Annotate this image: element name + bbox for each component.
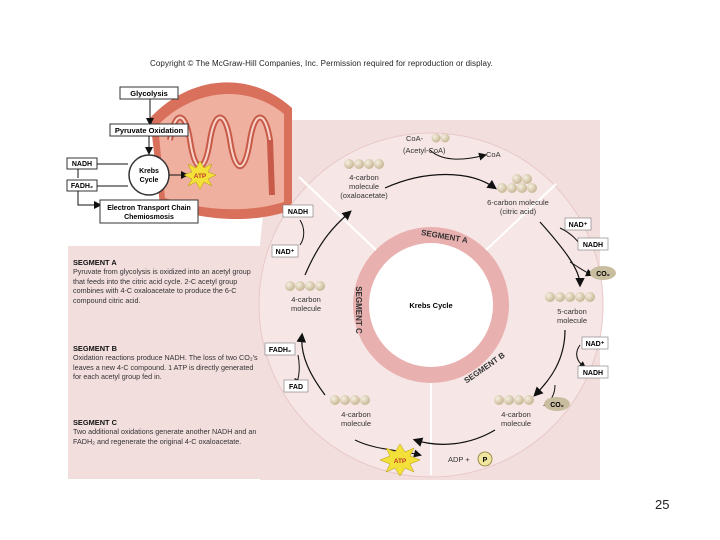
- krebs-center: [369, 243, 493, 367]
- co2-bottom: [544, 397, 570, 411]
- acetyl-coa-label: (Acetyl-CoA): [403, 146, 446, 155]
- segment-b-text: Oxidation reactions produce NADH. The lo…: [73, 353, 258, 382]
- acetyl-coa-molecule: [431, 133, 450, 143]
- inset-atp-label: ATP: [194, 173, 207, 180]
- four-carbon-molecule-left: [285, 281, 325, 291]
- inset-krebs-circle: [128, 154, 170, 196]
- nadh-label-right-top: NADH: [583, 242, 603, 249]
- oxaloacetate-line1: 4-carbon: [349, 173, 379, 182]
- nad-box-right-top: [564, 217, 592, 231]
- inset-nadh-label: NADH: [72, 161, 92, 168]
- five-carbon-line2: molecule: [557, 316, 587, 325]
- nad-label-left: NAD⁺: [276, 249, 295, 256]
- five-carbon-line1: 5-carbon: [557, 307, 587, 316]
- four-carbon-molecule-bottom-right: [494, 395, 534, 405]
- krebs-center-label: Krebs Cycle: [409, 301, 452, 310]
- pyruvate-oxidation-label: Pyruvate Oxidation: [115, 126, 184, 135]
- nad-label-right-bottom: NAD⁺: [586, 341, 605, 348]
- coa-a-label: CoA-: [406, 134, 424, 143]
- co2-label-top: CO₂: [596, 271, 610, 278]
- citric-acid-molecule: [497, 174, 537, 193]
- inset-krebs-line2: Cycle: [140, 177, 159, 184]
- etc-label-line2: Chemiosmosis: [124, 214, 174, 221]
- segment-b-title: SEGMENT B: [73, 344, 117, 353]
- nad-box-left: [271, 244, 299, 258]
- fad-label: FAD: [289, 384, 303, 391]
- segment-c-title: SEGMENT C: [73, 418, 117, 427]
- four-carbon-bl-line1: 4-carbon: [341, 410, 371, 419]
- glycolysis-box: [119, 86, 179, 100]
- atp-label: ATP: [394, 458, 407, 465]
- nadh-label-left-top: NADH: [288, 209, 308, 216]
- fadh2-box: [264, 342, 296, 356]
- copyright-notice: Copyright © The McGraw-Hill Companies, I…: [150, 59, 493, 68]
- segment-a-title: SEGMENT A: [73, 258, 117, 267]
- co2-top: [590, 266, 616, 280]
- coa-label: CoA: [486, 150, 501, 159]
- fad-box: [283, 379, 309, 393]
- phosphate-label: P: [483, 457, 488, 464]
- four-carbon-br-line1: 4-carbon: [501, 410, 531, 419]
- nadh-box-right-bottom: [577, 365, 609, 379]
- fadh2-label: FADH₂: [269, 347, 291, 354]
- atp-burst: [379, 443, 421, 477]
- etc-label-line1: Electron Transport Chain: [107, 205, 191, 212]
- four-carbon-left-line2: molecule: [291, 304, 321, 313]
- four-carbon-left-line1: 4-carbon: [291, 295, 321, 304]
- nadh-label-right-bottom: NADH: [583, 370, 603, 377]
- inset-fadh2-label: FADH₂: [71, 183, 93, 190]
- nadh-box-right-top: [577, 237, 609, 251]
- four-carbon-br-line2: molecule: [501, 419, 531, 428]
- phosphate-circle: [477, 451, 493, 467]
- segment-c-description: SEGMENT C Two additional oxidations gene…: [73, 418, 258, 446]
- segment-c-ring-label: SEGMENT C: [354, 286, 363, 334]
- inset-atp-burst: [183, 160, 217, 190]
- mitochondrion-illustration: [150, 82, 292, 220]
- segment-c-text: Two additional oxidations generate anoth…: [73, 427, 257, 446]
- slide-number: 25: [655, 497, 670, 512]
- segment-a-text: Pyruvate from glycolysis is oxidized int…: [73, 267, 251, 305]
- oxaloacetate-line3: (oxaloacetate): [340, 191, 388, 200]
- co2-label-bottom: CO₂: [550, 402, 564, 409]
- inset-krebs-line1: Krebs: [139, 168, 159, 175]
- segment-a-description: SEGMENT A Pyruvate from glycolysis is ox…: [73, 258, 258, 305]
- nadh-box-left-top: [282, 204, 314, 218]
- adp-label: ADP +: [448, 455, 470, 464]
- nad-label-right-top: NAD⁺: [569, 222, 588, 229]
- four-carbon-molecule-bottom-left: [330, 395, 370, 405]
- etc-box: [99, 199, 199, 224]
- citric-acid-line1: 6-carbon molecule: [487, 198, 549, 207]
- nad-box-right-bottom: [581, 336, 609, 350]
- five-carbon-molecule: [545, 292, 595, 302]
- glycolysis-label: Glycolysis: [130, 89, 168, 98]
- oxaloacetate-line2: molecule: [349, 182, 379, 191]
- segment-b-description: SEGMENT B Oxidation reactions produce NA…: [73, 344, 258, 382]
- citric-acid-line2: (citric acid): [500, 207, 537, 216]
- four-carbon-bl-line2: molecule: [341, 419, 371, 428]
- oxaloacetate-molecule: [344, 159, 384, 169]
